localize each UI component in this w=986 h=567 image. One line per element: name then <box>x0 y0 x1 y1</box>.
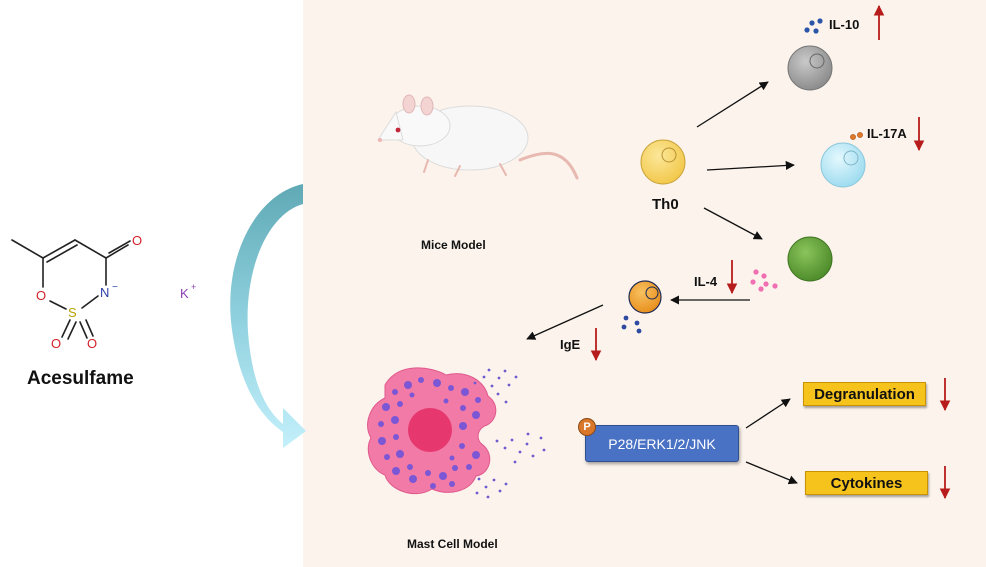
ige-producing-cell <box>628 280 662 314</box>
arrow-th0-to-th2 <box>703 207 763 240</box>
arrow-b-cell-to-mast-cell <box>526 304 604 340</box>
il10-dots <box>804 18 823 34</box>
counter-ion-charge: + <box>191 282 197 292</box>
regulation-arrows <box>590 4 951 500</box>
cytokines-label: Cytokines <box>830 474 903 492</box>
atom-o-ring: O <box>36 288 47 303</box>
acesulfame-structure <box>11 239 131 340</box>
th2-cell <box>787 236 833 282</box>
released-granules <box>473 368 546 499</box>
il17a-cell <box>820 142 866 188</box>
mouse-illustration <box>377 94 579 180</box>
il17a-label: IL-17A <box>867 126 907 141</box>
il4-label: IL-4 <box>694 274 718 289</box>
curved-transfer-arrow <box>230 184 306 448</box>
arrow-th0-to-il17a <box>706 160 795 171</box>
degranulation-label: Degranulation <box>814 385 915 403</box>
phospho-label: P <box>583 421 591 433</box>
il17a-dots <box>850 132 863 140</box>
ige-dots <box>621 315 642 334</box>
th0-cell <box>640 139 686 185</box>
mast-cell-model-label: Mast Cell Model <box>407 537 498 551</box>
atom-o-sulfonyl-left: O <box>51 336 62 351</box>
il4-dots <box>750 269 778 292</box>
atom-n-charge: − <box>112 282 118 293</box>
il10-label: IL-10 <box>829 17 860 32</box>
mast-cell <box>367 367 497 495</box>
phosphorylation-badge: P <box>578 418 596 436</box>
arrow-th0-to-il10 <box>696 81 769 128</box>
counter-ion: K <box>180 286 189 301</box>
degranulation-box: Degranulation <box>803 382 926 406</box>
th0-label: Th0 <box>652 196 679 213</box>
ige-label: IgE <box>560 337 581 352</box>
mice-model-label: Mice Model <box>421 238 486 252</box>
atom-n: N <box>100 285 110 300</box>
compound-name: Acesulfame <box>27 368 134 389</box>
il10-cell <box>787 45 833 91</box>
atom-s: S <box>68 305 77 320</box>
flow-arrows <box>526 81 798 485</box>
atom-o-sulfonyl-right: O <box>87 336 98 351</box>
arrow-pathway-to-cytokines <box>745 461 798 485</box>
pathway-label: P28/ERK1/2/JNK <box>608 435 716 452</box>
arrow-pathway-to-degranulation <box>745 398 791 429</box>
pathway-box: P28/ERK1/2/JNK <box>585 425 739 462</box>
atom-o-carbonyl: O <box>132 233 143 248</box>
cytokines-box: Cytokines <box>805 471 928 495</box>
